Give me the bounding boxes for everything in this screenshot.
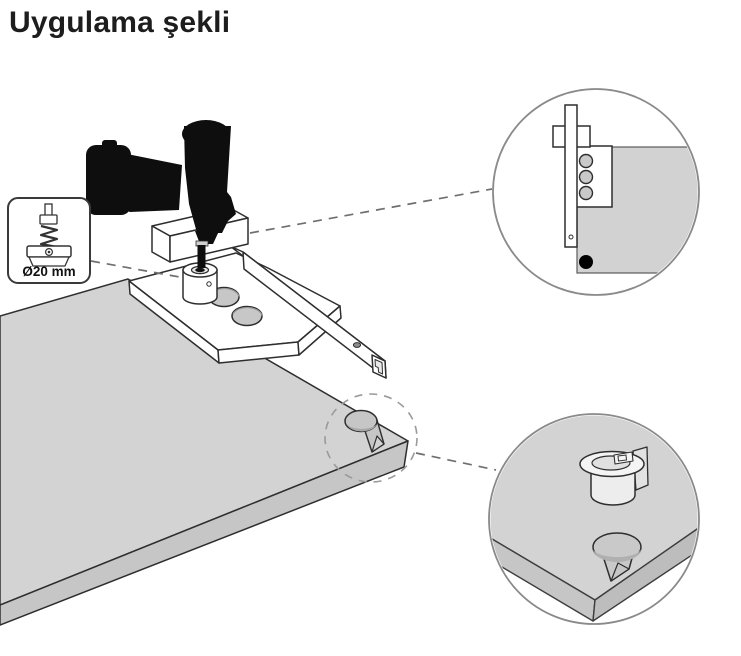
cam-lock-fitting bbox=[579, 446, 649, 506]
bit-size-callout-box: Ø20 mm bbox=[7, 197, 91, 284]
bushing-set-screw bbox=[206, 281, 212, 287]
detail-rail-hole bbox=[568, 234, 574, 240]
dashed-connectors bbox=[90, 188, 497, 471]
detail-magnifier-top bbox=[492, 88, 700, 296]
detail-magnifier-bottom bbox=[488, 413, 700, 625]
drill-guide-bushing bbox=[182, 262, 218, 305]
magnifier-ring bbox=[488, 413, 700, 625]
drill-bit bbox=[197, 245, 206, 268]
page-title: Uygulama şekli bbox=[9, 6, 231, 39]
detail-jig-hole bbox=[578, 169, 594, 185]
spring-loaded-boring-bit-icon bbox=[26, 203, 72, 267]
jig-hole bbox=[231, 305, 263, 327]
drill-body bbox=[184, 126, 236, 233]
detail-edge-hole-with-notch bbox=[592, 532, 642, 582]
bit-size-label: Ø20 mm bbox=[22, 264, 75, 279]
cordless-drill bbox=[86, 120, 236, 273]
detail-marker-ellipse bbox=[324, 393, 418, 483]
connector-top-detail bbox=[249, 188, 493, 234]
detail-jig-hole bbox=[578, 153, 594, 169]
magnifier-ring bbox=[492, 88, 700, 296]
rail-c-channel bbox=[374, 359, 384, 375]
drilled-hole-marker bbox=[579, 255, 593, 269]
rail-hole bbox=[352, 342, 362, 348]
edge-hole-with-notch bbox=[344, 409, 385, 453]
drill-battery bbox=[86, 145, 131, 215]
connector-bottom-detail bbox=[415, 452, 497, 471]
jig-guide-rail bbox=[229, 245, 387, 379]
detail-panel-front-right bbox=[592, 526, 698, 622]
bushing-bore bbox=[195, 267, 205, 273]
detail-guide-rail bbox=[564, 104, 578, 248]
chipboard-panel bbox=[0, 278, 409, 626]
detail-jig-hole bbox=[578, 185, 594, 201]
drill-battery-clip bbox=[102, 140, 117, 152]
